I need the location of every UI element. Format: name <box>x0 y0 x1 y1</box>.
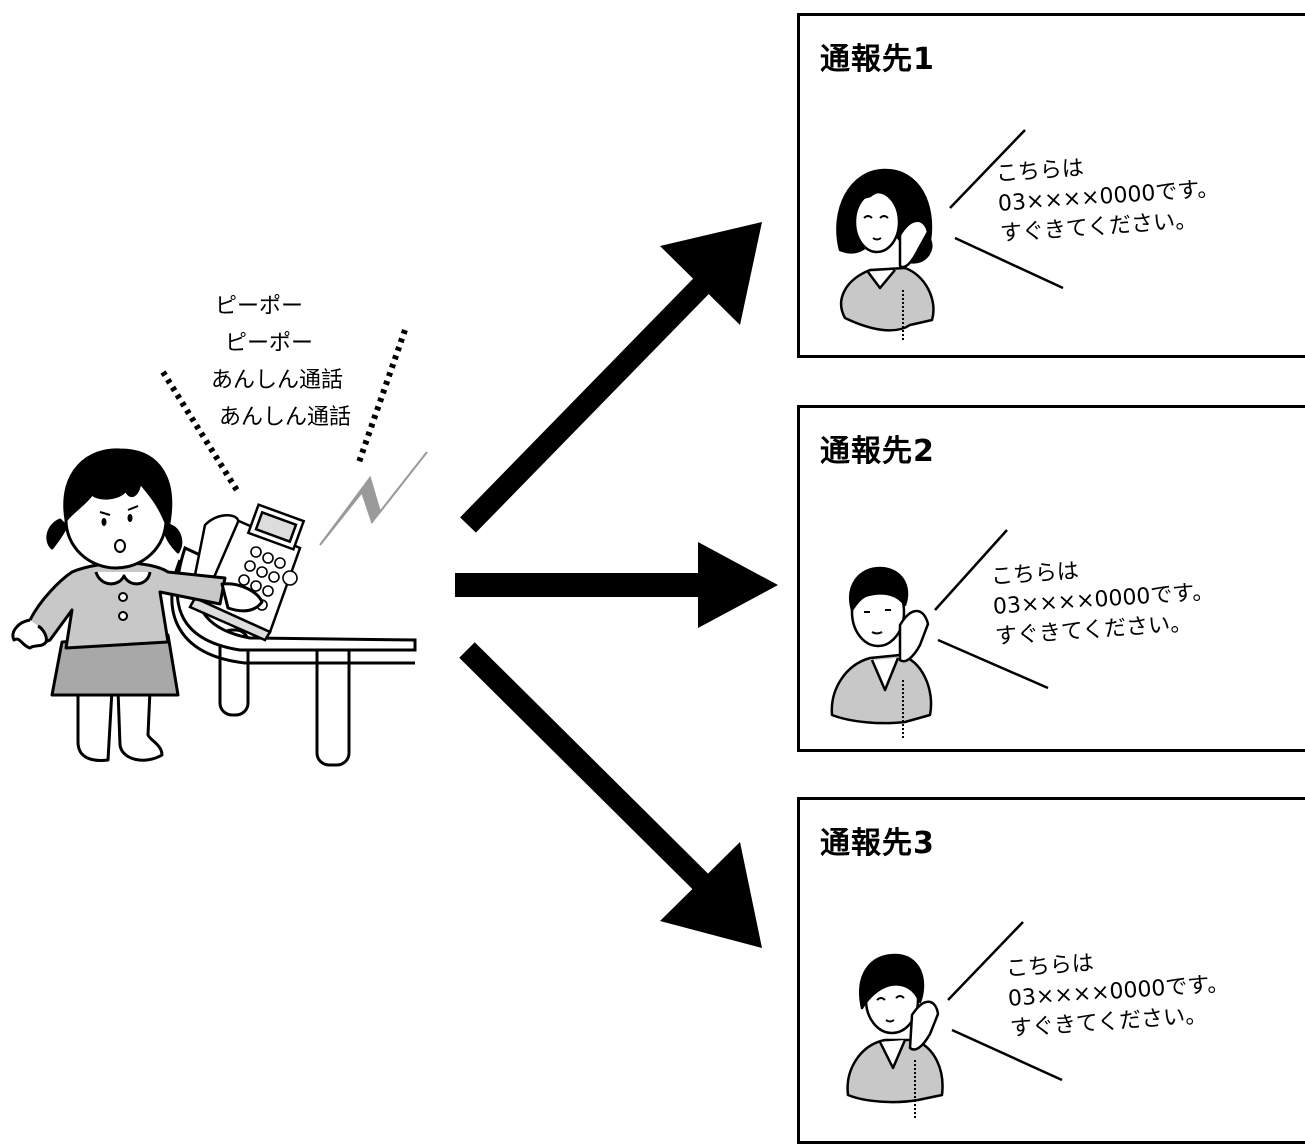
table <box>170 545 417 767</box>
recipient-box-1: 通報先1 <box>797 13 1305 358</box>
recipient-2-speech: こちらは 03××××0000です。 すぐきてください。 <box>990 548 1217 653</box>
sound-effect-text: ピーポー ピーポー あんしん通話 あんしん通話 <box>205 288 351 436</box>
recipient-1-speech: こちらは 03××××0000です。 すぐきてください。 <box>995 145 1222 250</box>
arrow-to-recipient-1 <box>460 222 762 533</box>
recipient-box-3: 通報先3 <box>797 797 1305 1144</box>
sound-line-left <box>160 370 241 494</box>
recipient-3-speech: こちらは 03××××0000です。 すぐきてください。 <box>1005 940 1232 1045</box>
recipient-title: 通報先1 <box>820 42 935 77</box>
sound-line: あんしん通話 <box>219 405 352 430</box>
arrow-to-recipient-3 <box>459 642 762 948</box>
sound-line: ピーポー <box>215 294 304 319</box>
speech-lines <box>934 129 1064 1082</box>
recipient-1-person <box>836 168 935 340</box>
arrow-to-recipient-2 <box>455 542 778 628</box>
recipient-title: 通報先3 <box>820 826 935 861</box>
recipient-2-person <box>830 566 933 738</box>
recipient-3-person <box>846 953 944 1118</box>
sound-line: あんしん通話 <box>211 368 344 393</box>
lightning-bolt-icon <box>319 451 428 546</box>
recipient-title: 通報先2 <box>820 434 935 469</box>
sound-line: ピーポー <box>225 331 314 356</box>
recipient-box-2: 通報先2 <box>797 405 1305 752</box>
sound-line-right <box>355 329 408 466</box>
girl-figure <box>11 448 264 762</box>
